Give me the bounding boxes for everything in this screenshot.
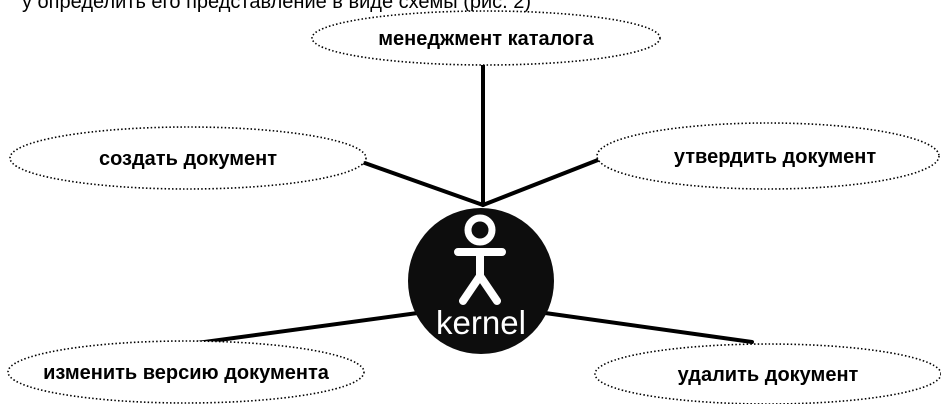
top-caption: у определить его представление в виде сх… bbox=[22, 0, 531, 13]
actor-kernel: kernel bbox=[408, 208, 554, 354]
use-case-label: утвердить документ bbox=[674, 146, 876, 168]
use-case-create: создать документ bbox=[9, 126, 367, 190]
use-case-ellipse bbox=[7, 340, 365, 404]
use-case-label: изменить версию документа bbox=[43, 362, 330, 384]
use-case-ellipse bbox=[311, 10, 661, 66]
use-case-change-version: изменить версию документа bbox=[7, 340, 365, 404]
use-case-ellipse bbox=[596, 122, 940, 190]
use-case-catalog: менеджмент каталога bbox=[311, 10, 661, 66]
use-case-label: удалить документ bbox=[678, 364, 859, 386]
person-icon bbox=[454, 214, 506, 305]
edge-change-version bbox=[195, 310, 427, 345]
use-case-approve: утвердить документ bbox=[596, 122, 940, 190]
edge-delete bbox=[536, 310, 754, 344]
use-case-ellipse bbox=[594, 343, 941, 404]
edge-approve bbox=[481, 156, 605, 207]
actor-label: kernel bbox=[436, 304, 526, 341]
use-case-ellipse bbox=[9, 126, 367, 190]
connections bbox=[195, 62, 754, 345]
use-case-label: создать документ bbox=[99, 148, 277, 170]
edge-create bbox=[360, 160, 485, 207]
use-case-delete: удалить документ bbox=[594, 343, 941, 404]
use-case-label: менеджмент каталога bbox=[378, 28, 594, 50]
